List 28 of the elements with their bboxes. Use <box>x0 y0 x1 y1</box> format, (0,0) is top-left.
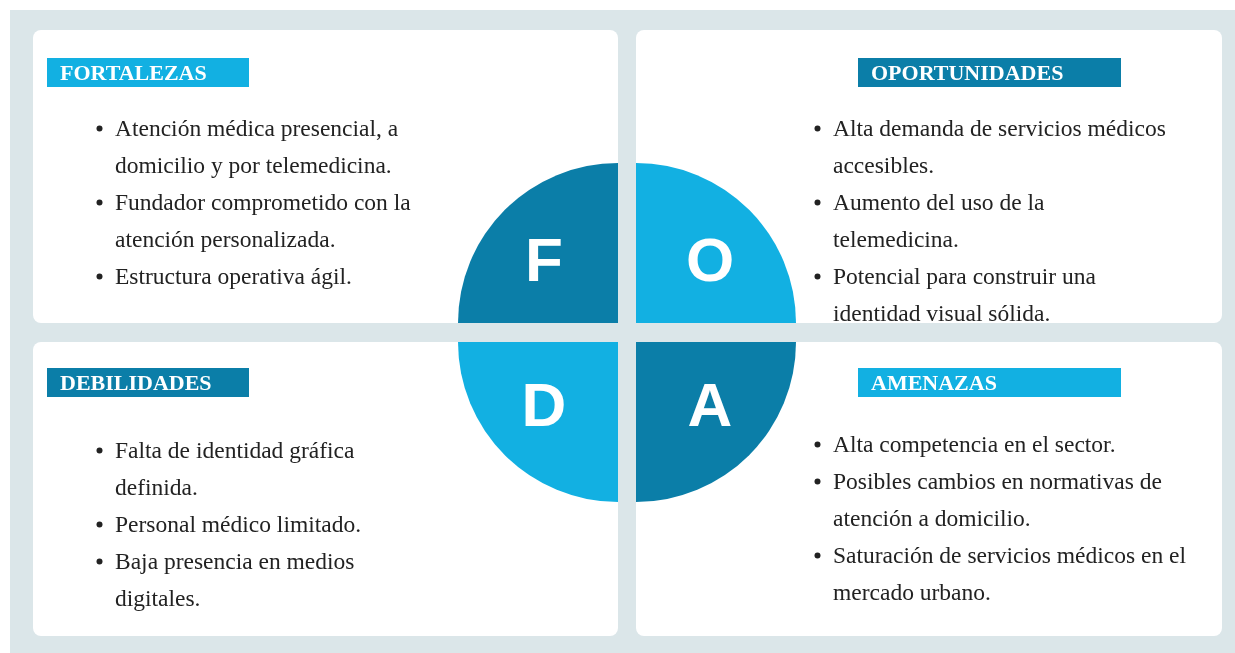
bullet-item: Atención médica presencial, a domicilio y por telemedicina. <box>115 114 400 180</box>
bullet-item: Baja presencia en medios digitales. <box>115 547 356 613</box>
quadrant-letter: O <box>685 229 735 291</box>
section-heading: AMENAZAS <box>858 368 1121 397</box>
panel-card <box>33 342 618 636</box>
panel-card <box>33 30 618 323</box>
bullet-item: Saturación de servicios médicos en el mercado urbano. <box>833 541 1188 607</box>
bullet-item: Estructura operativa ágil. <box>115 262 352 291</box>
bullet-item: Alta demanda de servicios médicos accesibles. <box>833 114 1167 180</box>
bullet-item: Falta de identidad gráfica definida. <box>115 436 356 502</box>
bullet-item: Personal médico limitado. <box>115 510 362 539</box>
quadrant-letter: A <box>687 374 733 436</box>
bullet-item: Potencial para construir una identidad visual sólida. <box>833 262 1097 328</box>
circle-quadrant <box>636 342 796 502</box>
section-heading: FORTALEZAS <box>47 58 249 87</box>
circle-quadrant <box>636 163 796 323</box>
bullet-item: Fundador comprometido con la atención personalizada. <box>115 188 412 254</box>
panel-card <box>636 342 1222 636</box>
bullet-item: Alta competencia en el sector. <box>833 430 1116 459</box>
section-heading: DEBILIDADES <box>47 368 249 397</box>
quadrant-letter: D <box>521 374 567 436</box>
bullet-item: Posibles cambios en normativas de atención a domicilio. <box>833 467 1163 533</box>
panel-card <box>636 30 1222 323</box>
circle-quadrant <box>458 163 618 323</box>
circle-quadrant <box>458 342 618 502</box>
bullet-item: Aumento del uso de la telemedicina. <box>833 188 1046 254</box>
section-heading: OPORTUNIDADES <box>858 58 1121 87</box>
quadrant-letter: F <box>525 229 563 291</box>
